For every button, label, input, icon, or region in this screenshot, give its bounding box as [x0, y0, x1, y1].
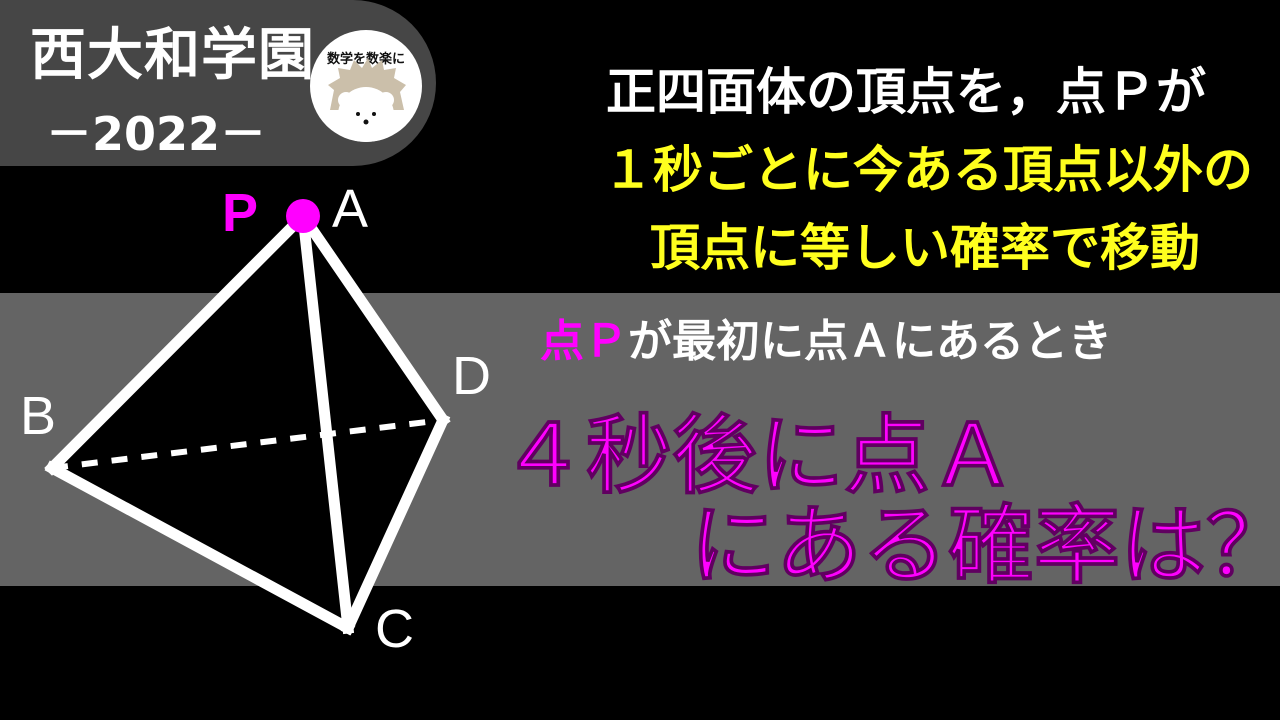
- school-name: 西大和学園: [30, 23, 315, 88]
- hedgehog-icon: [328, 58, 406, 142]
- point-p-marker-icon: [286, 199, 320, 233]
- label-p: P: [222, 183, 259, 243]
- hedgehog-logo-icon: 数学を数楽に: [310, 30, 422, 142]
- label-a: A: [332, 179, 369, 239]
- question-line-1: ４秒後に点Ａ: [500, 406, 1017, 507]
- problem-line-3: 頂点に等しい確率で移動: [650, 219, 1200, 277]
- edge-bc: [44, 460, 356, 636]
- edge-ac: [296, 209, 355, 635]
- condition-line: 点Ｐが最初に点Ａにあるとき: [540, 305, 1112, 369]
- edge-ab: [44, 208, 311, 476]
- condition-highlight: 点Ｐ: [540, 316, 628, 367]
- label-b: B: [20, 386, 57, 446]
- condition-rest: が最初に点Ａにあるとき: [628, 316, 1112, 367]
- edge-cd: [340, 412, 451, 636]
- exam-year: －2022－: [46, 107, 267, 161]
- problem-line-1: 正四面体の頂点を，点Ｐが: [606, 63, 1206, 121]
- edge-da: [295, 208, 451, 428]
- logo-text: 数学を数楽に: [326, 52, 405, 67]
- label-c: C: [375, 599, 414, 659]
- problem-line-2: １秒ごとに今ある頂点以外の: [603, 141, 1253, 199]
- hidden-edge-bd: [51, 417, 444, 471]
- label-d: D: [452, 346, 491, 406]
- question-line-2: にある確率は？: [690, 496, 1280, 597]
